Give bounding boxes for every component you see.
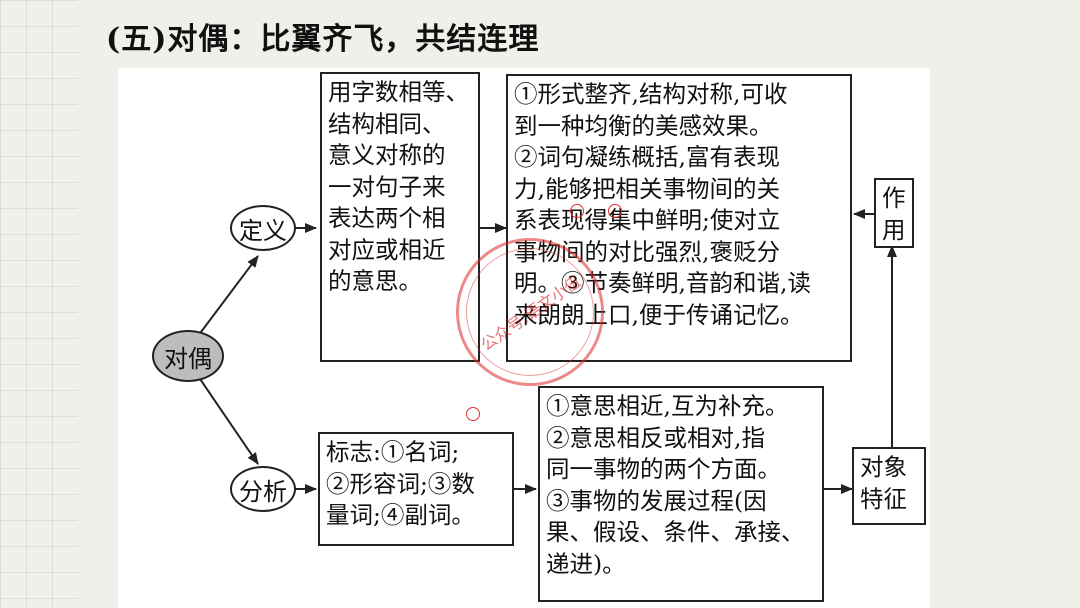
object-label-box: 对象 特征 [852, 447, 926, 525]
marker-box: 标志:①名词; ②形容词;③数 量词;④副词。 [318, 432, 514, 546]
root-node-duiou: 对偶 [152, 330, 224, 382]
watermark-text: 公众号:语文小伍 [477, 271, 585, 355]
function-box: ①形式整齐,结构对称,可收 到一种均衡的美感效果。 ②词句凝练概括,富有表现 力… [506, 74, 852, 362]
grid-paper-margin [0, 0, 78, 608]
analysis-node: 分析 [230, 466, 296, 512]
function-label-box: 作 用 [874, 178, 914, 248]
object-box: ①意思相近,互为补充。 ②意思相反或相对,指 同一事物的两个方面。 ③事物的发展… [538, 386, 824, 602]
red-circle-mark [608, 204, 622, 218]
definition-node: 定义 [230, 205, 296, 251]
definition-box: 用字数相等、 结构相同、 意义对称的 一对句子来 表达两个相 对应或相近 的意思… [320, 72, 480, 362]
red-circle-mark [466, 407, 480, 421]
section-title: (五)对偶：比翼齐飞，共结连理 [106, 22, 540, 57]
red-circle-mark [570, 204, 584, 218]
